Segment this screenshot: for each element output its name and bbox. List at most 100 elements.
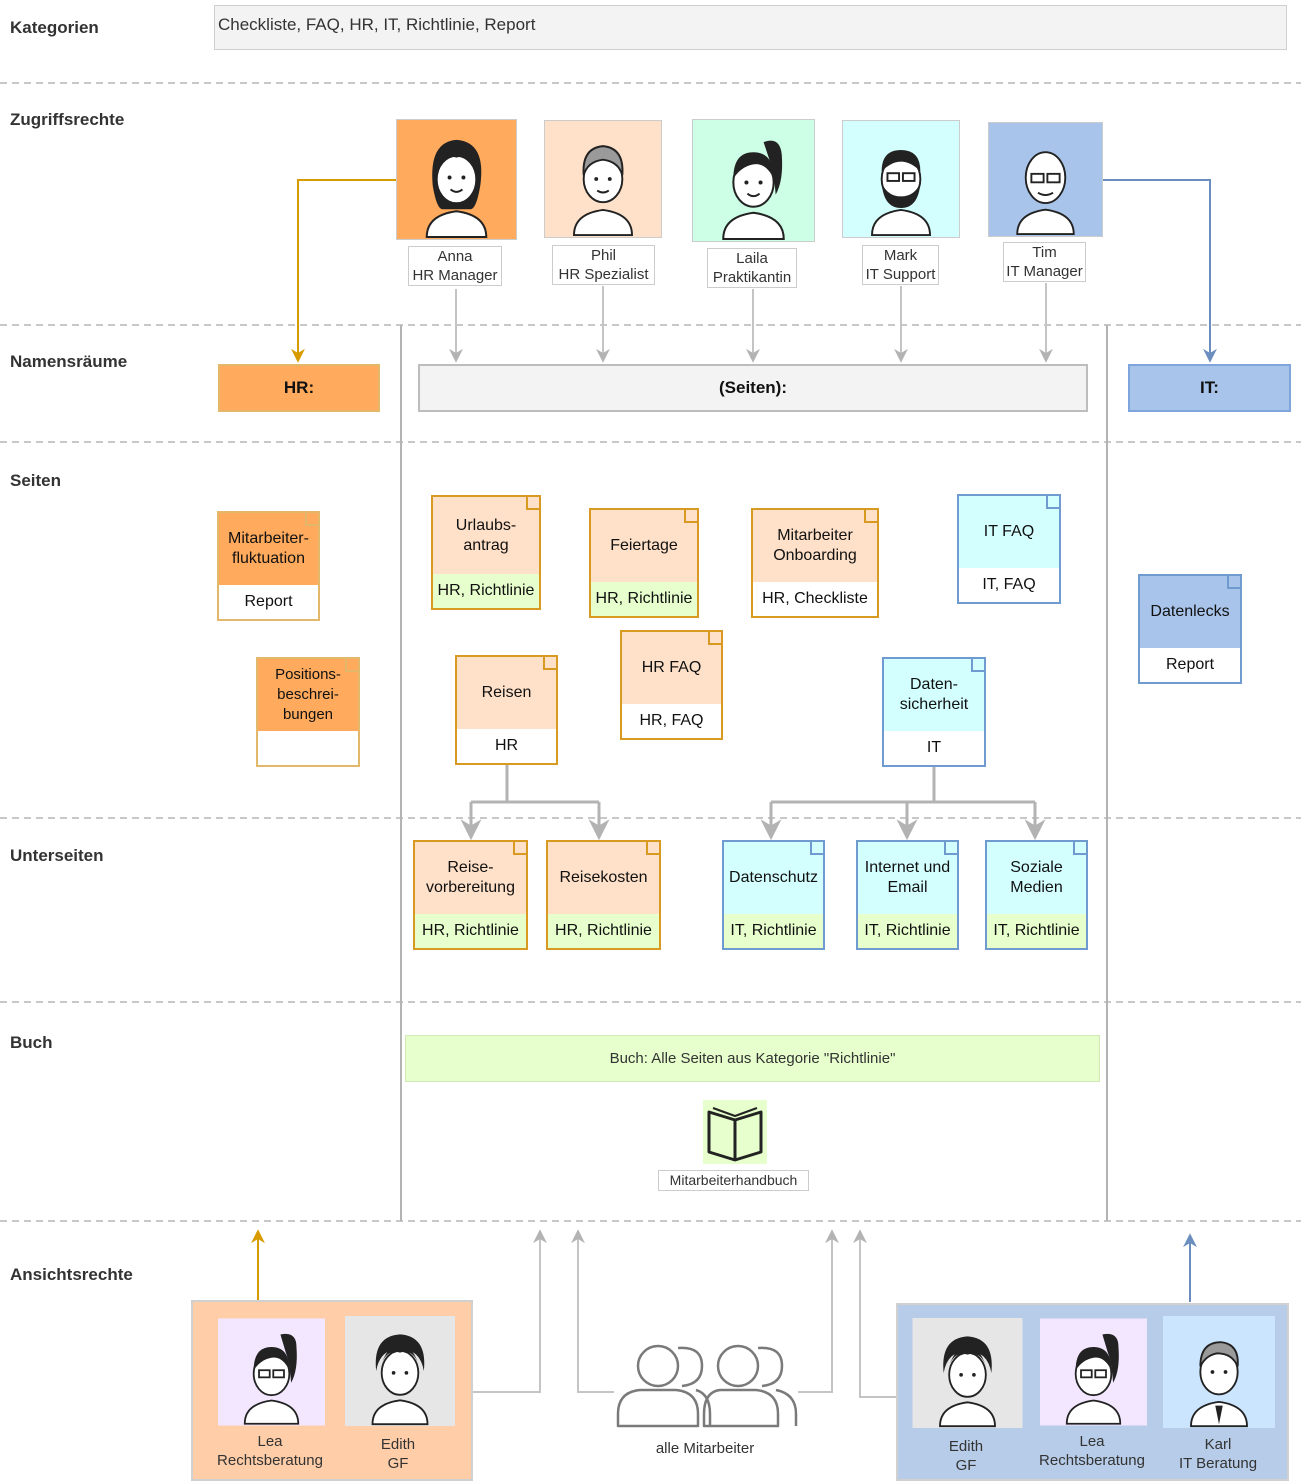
person-bald-glasses-icon — [989, 123, 1102, 236]
tim-to-it-arrow — [1103, 179, 1217, 363]
person-role: HR Spezialist — [558, 266, 649, 283]
avatar-phil[interactable] — [544, 120, 662, 238]
section-label-seiten: Seiten — [10, 471, 62, 490]
datensicherheit-tree — [760, 767, 1046, 841]
reisen-tree — [460, 765, 610, 841]
page-feiertage[interactable]: Feiertage HR, Richtlinie — [589, 508, 699, 618]
viewer-label-lea: Lea Rechtsberatung — [205, 1432, 335, 1470]
all-employees-icon — [616, 1344, 798, 1428]
viewer-role: Rechtsberatung — [1039, 1452, 1145, 1469]
page-title: Soziale Medien — [987, 842, 1086, 914]
person-name: Tim — [1032, 244, 1057, 261]
page-categories: HR, Richtlinie — [433, 574, 539, 608]
viewer-role: GF — [955, 1457, 977, 1474]
subpage-reisevorbereitung[interactable]: Reise-vorbereitung HR, Richtlinie — [413, 840, 528, 950]
viewer-name: Karl — [1204, 1436, 1232, 1453]
page-categories: IT, Richtlinie — [987, 914, 1086, 948]
page-urlaubsantrag[interactable]: Urlaubs-antrag HR, Richtlinie — [431, 495, 541, 610]
person-name: Laila — [736, 250, 768, 267]
section-label-zugriffsrechte: Zugriffsrechte — [10, 110, 125, 129]
page-title: Mitarbeiter Onboarding — [753, 510, 877, 582]
page-title: Positions-beschrei-bungen — [258, 659, 358, 731]
viewer-name: Lea — [257, 1433, 283, 1450]
person-female-glasses-icon — [1040, 1318, 1147, 1426]
page-title: Urlaubs-antrag — [433, 497, 539, 574]
page-categories: HR, FAQ — [622, 704, 721, 738]
page-hr-faq[interactable]: HR FAQ HR, FAQ — [620, 630, 723, 740]
page-title: Reise-vorbereitung — [415, 842, 526, 914]
avatar-mark[interactable] — [842, 120, 960, 238]
categories-field: Checkliste, FAQ, HR, IT, Richtlinie, Rep… — [214, 5, 1287, 50]
page-categories: HR — [457, 729, 556, 763]
section-label-kategorien: Kategorien — [10, 18, 99, 37]
open-book-icon — [707, 1107, 763, 1162]
anna-to-hr-arrow — [291, 179, 396, 363]
page-reisen[interactable]: Reisen HR — [455, 655, 558, 765]
avatar-anna[interactable] — [396, 119, 517, 240]
page-title: Datenschutz — [724, 842, 823, 914]
namespace-pages[interactable]: (Seiten): — [418, 364, 1088, 412]
page-datenlecks[interactable]: Datenlecks Report — [1138, 574, 1242, 684]
avatar-edith-it[interactable] — [912, 1318, 1023, 1428]
namespace-hr[interactable]: HR: — [218, 364, 380, 412]
page-title: Mitarbeiter-fluktuation — [219, 513, 318, 585]
person-male-icon — [545, 121, 661, 237]
page-title: Daten-sicherheit — [884, 659, 984, 731]
avatar-karl[interactable] — [1163, 1316, 1275, 1428]
person-label-anna: Anna HR Manager — [408, 246, 502, 286]
section-label-unterseiten: Unterseiten — [10, 846, 104, 865]
subpage-soziale-medien[interactable]: Soziale Medien IT, Richtlinie — [985, 840, 1088, 950]
viewer-role: Rechtsberatung — [217, 1452, 323, 1469]
viewer-label-karl: Karl IT Beratung — [1168, 1435, 1268, 1473]
person-role: Praktikantin — [712, 269, 792, 286]
avatar-edith[interactable] — [344, 1316, 456, 1426]
subpage-datenschutz[interactable]: Datenschutz IT, Richtlinie — [722, 840, 825, 950]
page-positionsbeschreibungen[interactable]: Positions-beschrei-bungen — [256, 657, 360, 767]
subpage-reisekosten[interactable]: Reisekosten HR, Richtlinie — [546, 840, 661, 950]
person-name: Mark — [883, 247, 918, 264]
book-name: Mitarbeiterhandbuch — [658, 1170, 809, 1191]
page-mitarbeiterfluktuation[interactable]: Mitarbeiter-fluktuation Report — [217, 511, 320, 621]
page-datensicherheit[interactable]: Daten-sicherheit IT — [882, 657, 986, 767]
access-arrows — [449, 283, 1053, 363]
page-title: Feiertage — [591, 510, 697, 582]
section-label-ansichtsrechte: Ansichtsrechte — [10, 1265, 133, 1284]
page-categories: HR, Richtlinie — [591, 582, 697, 616]
person-role: IT Manager — [1006, 263, 1083, 280]
person-female-short-hair-icon — [345, 1316, 455, 1426]
viewer-label-edith-it: Edith GF — [920, 1437, 1012, 1475]
page-it-faq[interactable]: IT FAQ IT, FAQ — [957, 494, 1061, 604]
viewer-label-edith: Edith GF — [350, 1435, 446, 1473]
page-title: IT FAQ — [959, 496, 1059, 568]
viewer-name: Lea — [1079, 1433, 1105, 1450]
viewer-role: GF — [387, 1455, 409, 1472]
person-role: HR Manager — [412, 267, 498, 284]
book-icon[interactable] — [703, 1100, 767, 1164]
person-female-icon — [397, 120, 516, 239]
person-female-glasses-icon — [218, 1318, 325, 1426]
person-bearded-icon — [843, 121, 959, 237]
viewer-role: IT Beratung — [1178, 1455, 1258, 1472]
person-female-icon — [693, 120, 814, 241]
viewer-label-lea-it: Lea Rechtsberatung — [1028, 1432, 1156, 1470]
namespace-it[interactable]: IT: — [1128, 364, 1291, 412]
page-mitarbeiter-onboarding[interactable]: Mitarbeiter Onboarding HR, Checkliste — [751, 508, 879, 618]
all-employees-label: alle Mitarbeiter — [655, 1440, 755, 1457]
page-categories: HR, Richtlinie — [548, 914, 659, 948]
avatar-tim[interactable] — [988, 122, 1103, 237]
subpage-internet-und-email[interactable]: Internet und Email IT, Richtlinie — [856, 840, 959, 950]
avatar-laila[interactable] — [692, 119, 815, 242]
person-name: Anna — [437, 248, 473, 265]
page-title: Datenlecks — [1140, 576, 1240, 648]
viewer-name: Edith — [948, 1438, 984, 1455]
viewer-name: Edith — [380, 1436, 416, 1453]
page-title: Reisen — [457, 657, 556, 729]
person-male-suit-icon — [1163, 1316, 1275, 1428]
page-title: HR FAQ — [622, 632, 721, 704]
avatar-lea-it[interactable] — [1040, 1318, 1147, 1426]
book-banner: Buch: Alle Seiten aus Kategorie "Richtli… — [405, 1035, 1100, 1082]
avatar-lea[interactable] — [218, 1318, 325, 1426]
page-categories — [258, 731, 358, 765]
page-title: Internet und Email — [858, 842, 957, 914]
